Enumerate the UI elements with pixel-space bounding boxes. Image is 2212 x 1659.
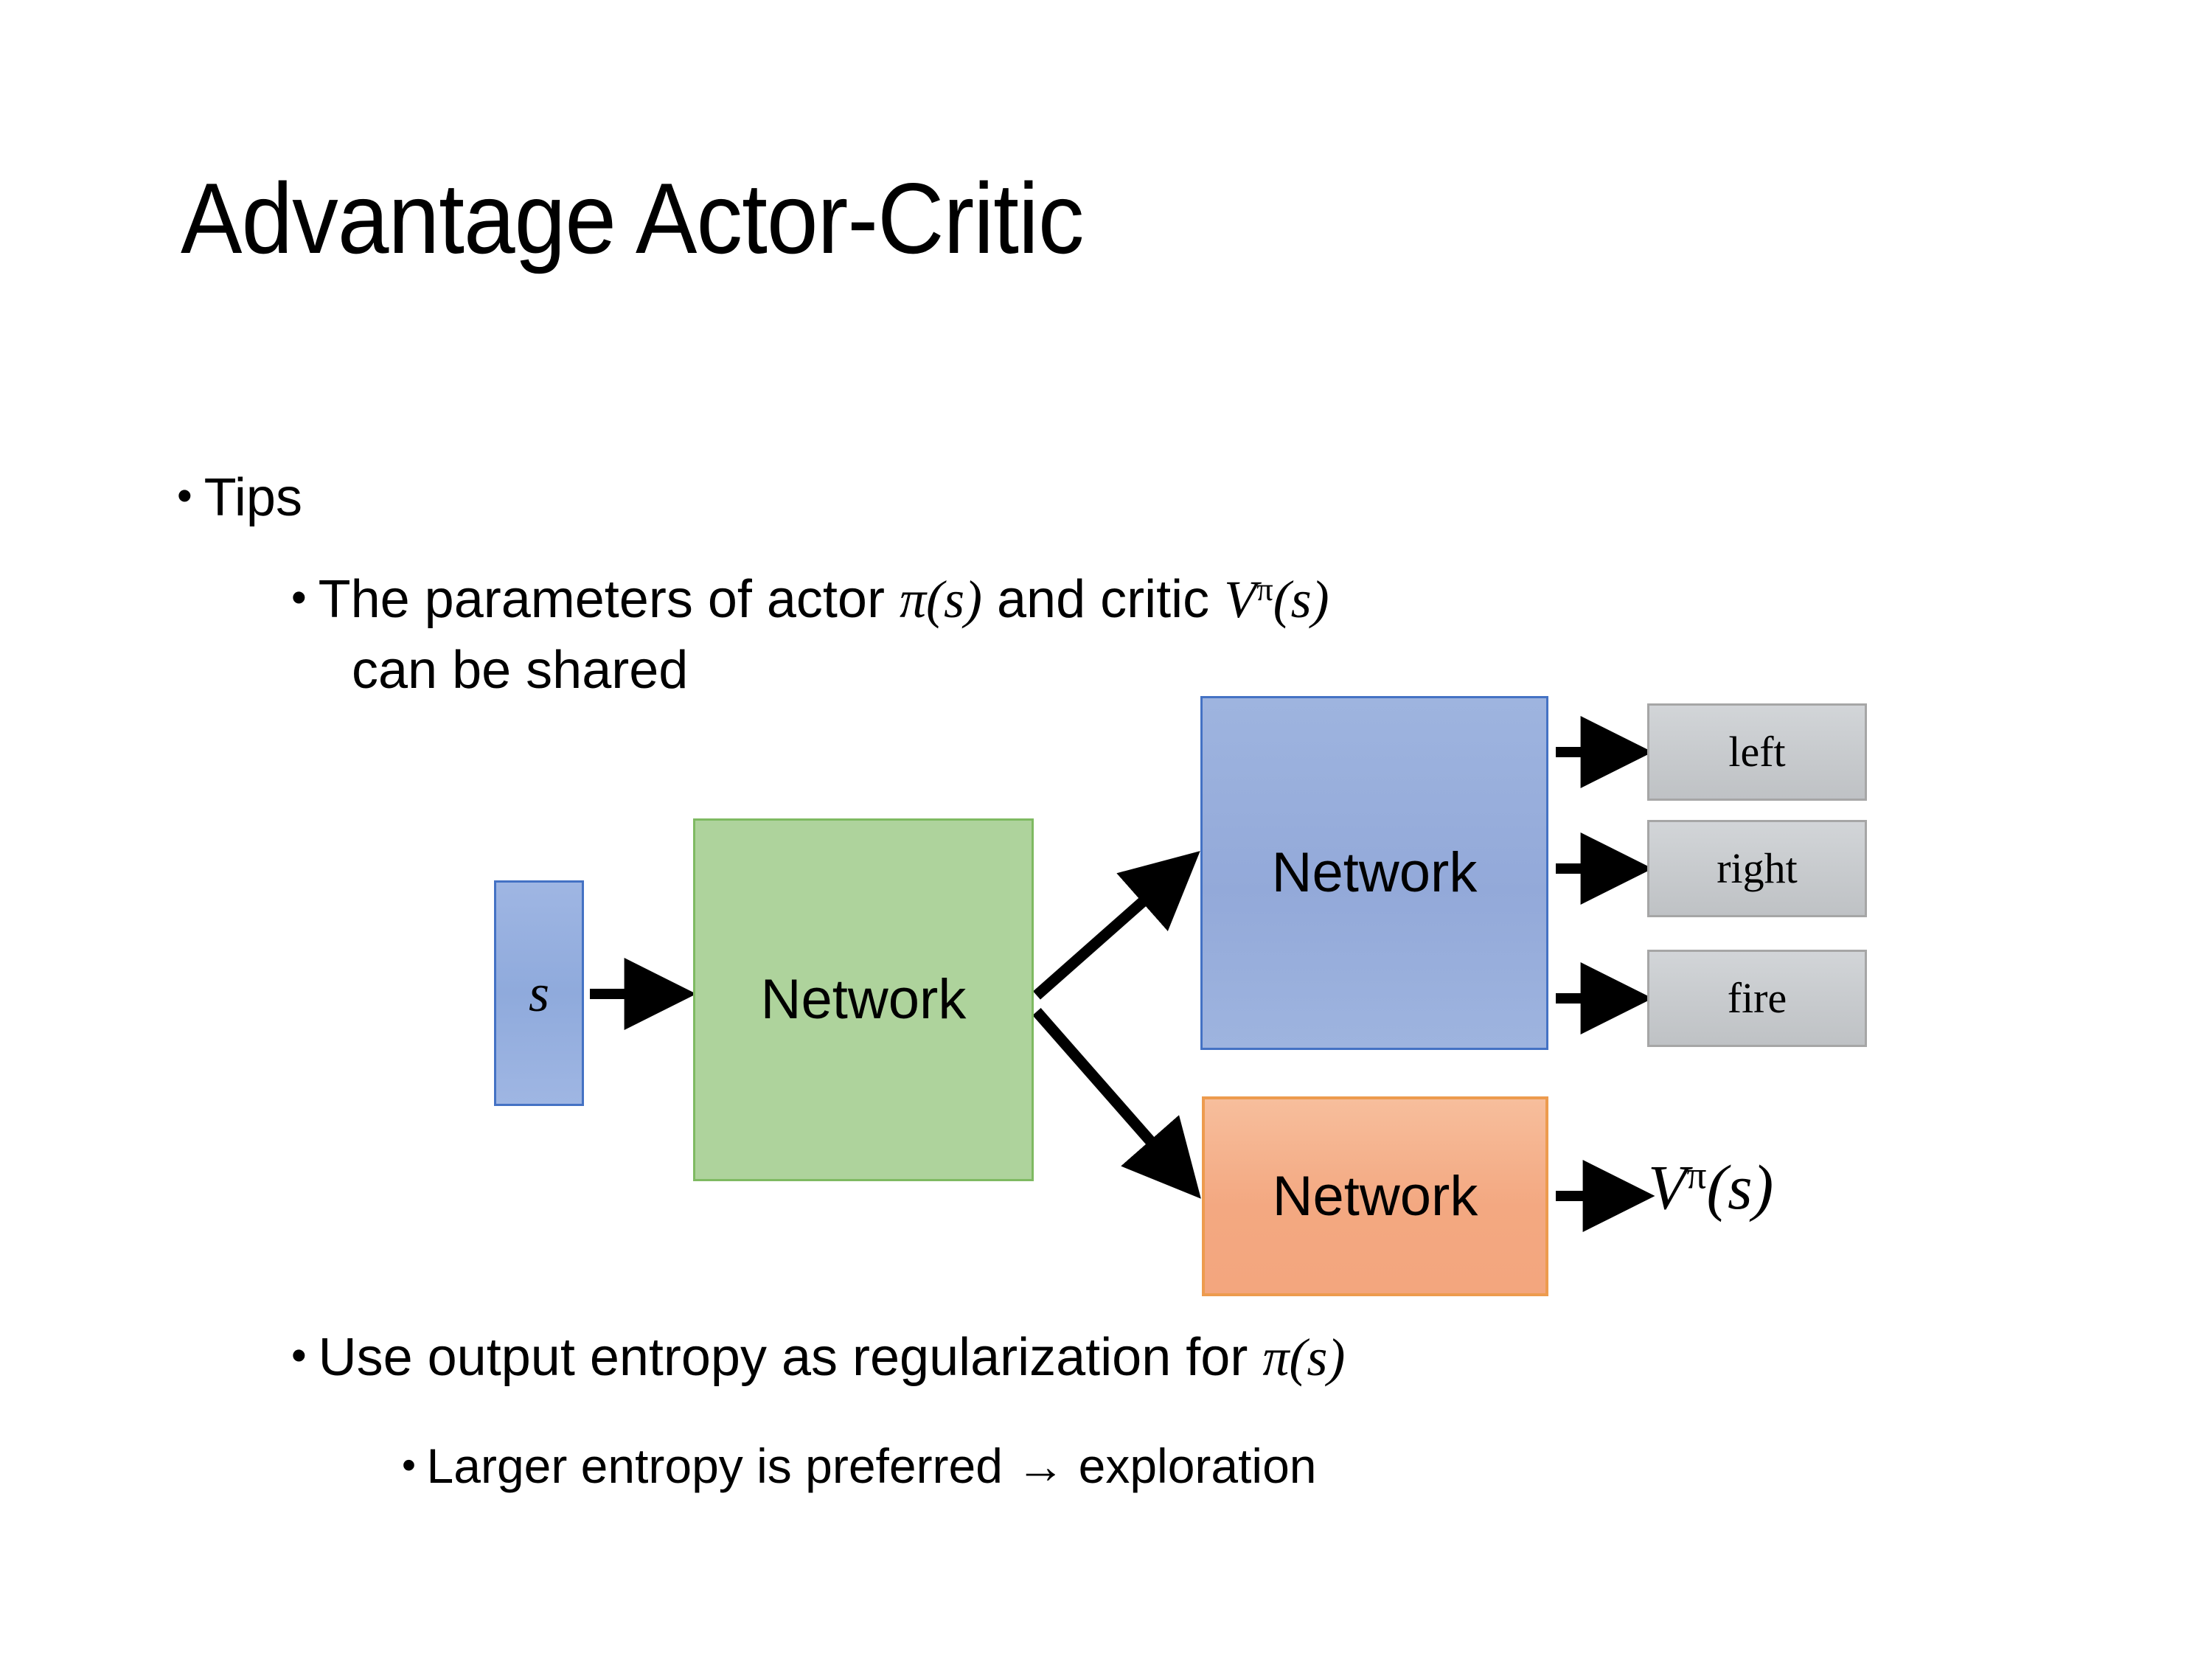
action-box-right[interactable]: right [1647,820,1867,917]
bullet-params-text-mid: and critic [981,570,1225,629]
math-v-argument: (s) [1273,570,1329,629]
critic-network-label: Network [1272,1164,1478,1228]
bullet-entropy-regularization: •Use output entropy as regularization fo… [291,1327,1345,1388]
critic-value-argument: (s) [1706,1152,1774,1222]
arrow-shared-to-critic [1032,1008,1201,1199]
bullet-glyph-icon: • [291,572,307,622]
bullet-shared-parameters-line2: can be shared [352,641,689,700]
bullet-params-text-pre: The parameters of actor [318,570,900,629]
bullet-glyph-icon: • [177,470,192,520]
bullet-larger-entropy-text: Larger entropy is preferred → exploratio… [426,1439,1317,1493]
bullet-entropy-text: Use output entropy as regularization for [318,1328,1263,1387]
action-label-fire: fire [1727,974,1787,1022]
bullet-glyph-icon: • [402,1442,416,1487]
page-title: Advantage Actor-Critic [181,162,1084,274]
critic-value-output: Vπ(s) [1648,1150,1773,1224]
actor-network-label: Network [1271,841,1478,904]
shared-network-box[interactable]: Network [693,818,1034,1181]
bullet-tips-label: Tips [204,468,302,527]
math-v-symbol: V [1224,570,1257,629]
math-pi-of-s: π(s) [1262,1328,1346,1387]
arrow-shared-to-actor [1033,851,1200,1000]
critic-value-superscript-pi: π [1686,1152,1707,1197]
bullet-tips: •Tips [177,467,302,528]
input-state-label: s [528,964,550,1023]
math-pi-of-s: π(s) [899,570,982,629]
shared-network-label: Network [760,968,967,1031]
math-v-superscript-pi: π [1256,570,1273,608]
action-label-left: left [1728,728,1786,776]
bullet-larger-entropy: •Larger entropy is preferred → explorati… [402,1438,1317,1494]
action-label-right: right [1717,844,1798,892]
critic-value-v: V [1648,1152,1687,1222]
action-box-left[interactable]: left [1647,703,1867,801]
critic-network-box[interactable]: Network [1202,1096,1548,1296]
actor-network-box[interactable]: Network [1200,696,1548,1050]
bullet-glyph-icon: • [291,1330,307,1380]
input-state-box[interactable]: s [494,880,584,1106]
bullet-shared-parameters: •The parameters of actor π(s) and critic… [291,569,1329,630]
action-box-fire[interactable]: fire [1647,950,1867,1047]
